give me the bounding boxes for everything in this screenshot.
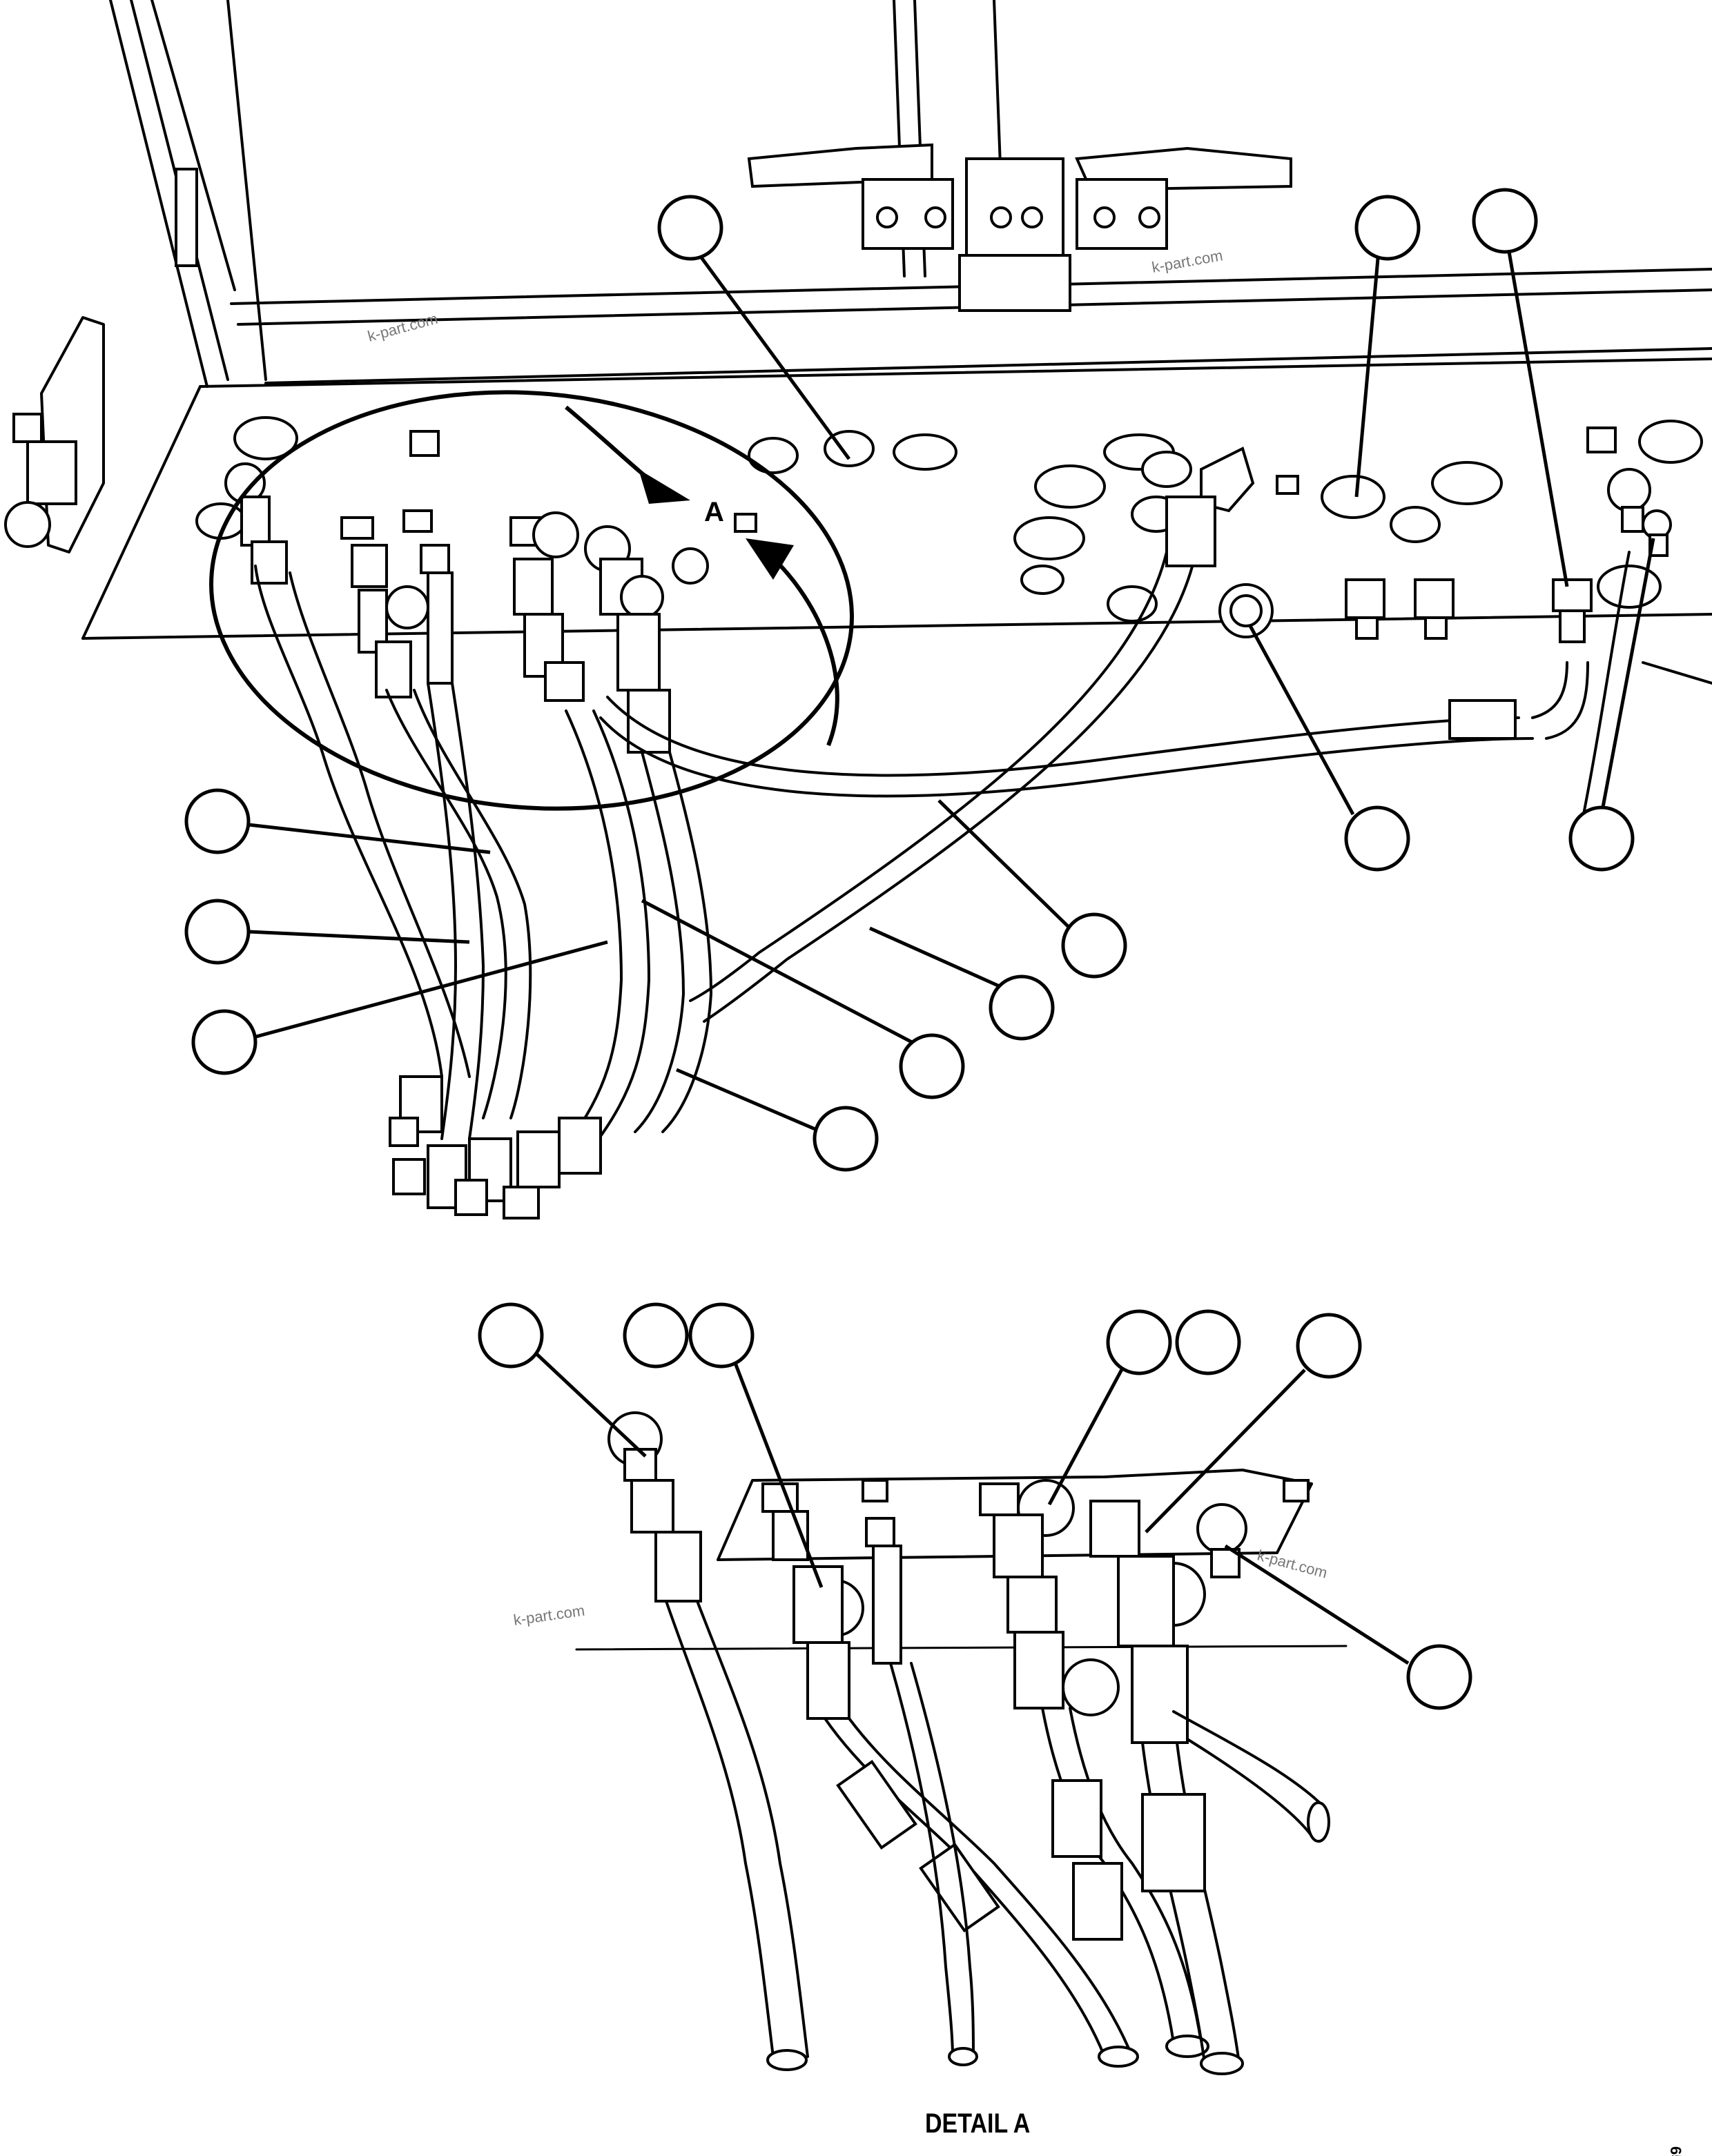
arrow-head-left <box>639 469 690 504</box>
callout-circle <box>1472 188 1538 254</box>
callout-circle <box>1568 805 1635 872</box>
manifold-fittings <box>224 462 757 754</box>
arrow-head-right <box>746 538 794 580</box>
callout-circle <box>184 899 251 965</box>
bulkhead-fittings <box>1200 447 1672 643</box>
watermark-2: k-part.com <box>1151 246 1225 276</box>
callout-circle <box>623 1302 689 1369</box>
callout-circle <box>1344 805 1410 872</box>
callout-circle <box>478 1302 544 1369</box>
callout-circle <box>1354 195 1421 261</box>
detail-a-callout: A <box>209 390 854 811</box>
detail-a-view: k-part.com k-part.com <box>478 1302 1472 2075</box>
detail-a-ellipse <box>209 390 854 811</box>
detail-a-marker: A <box>704 497 724 527</box>
watermark-1: k-part.com <box>366 310 440 345</box>
callout-circle <box>191 1009 257 1075</box>
detail-title: DETAIL A <box>925 2107 1030 2138</box>
callout-circle <box>899 1033 965 1099</box>
callout-circle <box>1296 1313 1362 1379</box>
callout-circle <box>989 974 1055 1041</box>
latch-assembly <box>747 143 1292 312</box>
callout-circle <box>184 788 251 854</box>
callouts-main <box>184 188 1655 1172</box>
panel-holes <box>195 416 1703 623</box>
callout-circle <box>1106 1309 1172 1375</box>
callout-circle <box>1061 912 1127 979</box>
callout-circle <box>813 1106 879 1172</box>
callout-circle <box>1406 1644 1472 1710</box>
hoses-main <box>254 496 1631 1219</box>
callout-circle <box>1175 1309 1241 1375</box>
watermark-3: k-part.com <box>512 1602 585 1629</box>
callout-circle <box>657 195 723 261</box>
callout-circle <box>688 1302 755 1369</box>
drawing-number: 65564 <box>1667 2146 1684 2156</box>
watermark-4: k-part.com <box>1256 1547 1330 1582</box>
